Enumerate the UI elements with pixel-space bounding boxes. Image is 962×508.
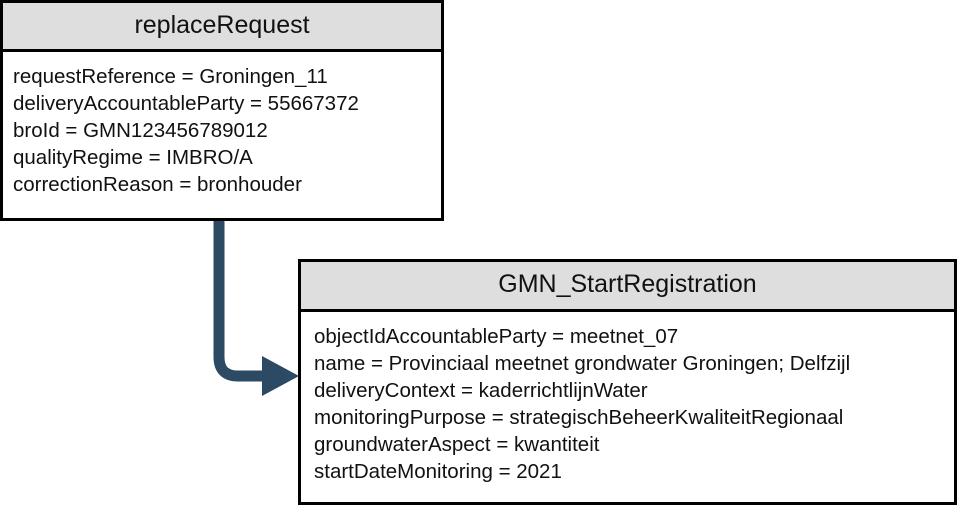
uml-box-gmn-start-registration[interactable]: GMN_StartRegistration objectIdAccountabl… [298, 259, 957, 505]
attribute-line: deliveryAccountableParty = 55667372 [13, 92, 359, 115]
connector-line [213, 219, 266, 382]
uml-box-attributes-gmn-start-registration: objectIdAccountableParty = meetnet_07 na… [301, 312, 954, 494]
attribute-line: groundwaterAspect = kwantiteit [314, 433, 600, 456]
attribute-line: objectIdAccountableParty = meetnet_07 [314, 325, 679, 348]
uml-box-attributes-replace-request: requestReference = Groningen_11 delivery… [3, 52, 441, 207]
uml-box-title-replace-request: replaceRequest [3, 3, 441, 52]
attribute-line: name = Provinciaal meetnet grondwater Gr… [314, 352, 851, 375]
attribute-line: deliveryContext = kaderrichtlijnWater [314, 379, 648, 402]
attribute-line: qualityRegime = IMBRO/A [13, 146, 253, 169]
attribute-line: requestReference = Groningen_11 [13, 65, 328, 88]
attribute-line: monitoringPurpose = strategischBeheerKwa… [314, 406, 844, 429]
attribute-line: broId = GMN123456789012 [13, 119, 268, 142]
uml-box-title-gmn-start-registration: GMN_StartRegistration [301, 262, 954, 312]
attribute-line: correctionReason = bronhouder [13, 173, 302, 196]
arrowhead-icon [262, 356, 299, 396]
attribute-line: startDateMonitoring = 2021 [314, 460, 562, 483]
uml-box-replace-request[interactable]: replaceRequest requestReference = Gronin… [0, 0, 444, 221]
